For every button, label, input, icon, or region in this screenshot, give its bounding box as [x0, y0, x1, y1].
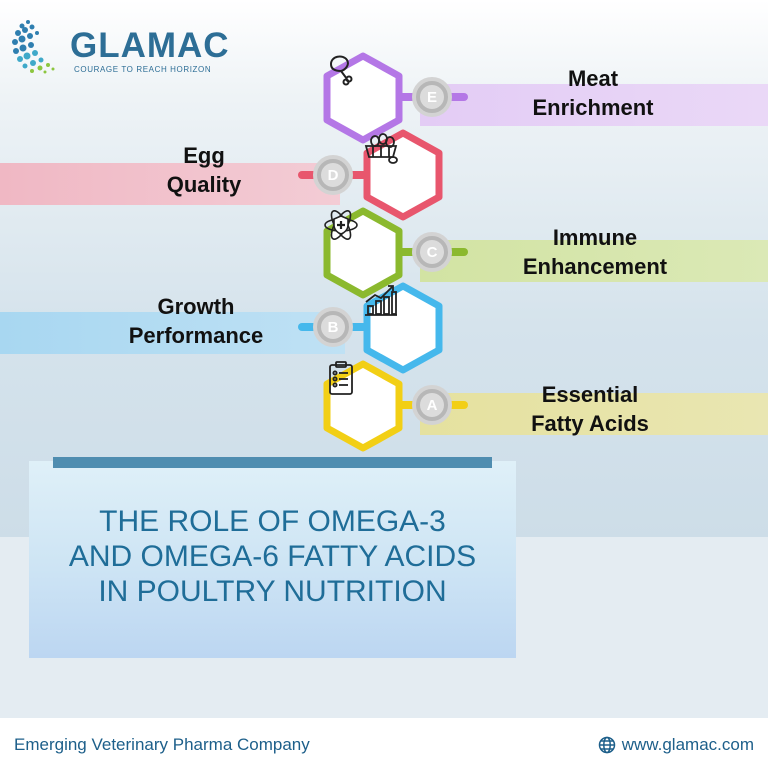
hexagon-b[interactable]: [363, 282, 443, 374]
brand-name: GLAMAC: [70, 26, 230, 65]
banner-d: [0, 163, 340, 205]
badge-a: A: [412, 385, 452, 425]
hexagon-d[interactable]: [363, 129, 443, 221]
logo-dots-icon: [12, 20, 55, 74]
title-card: [29, 461, 516, 658]
website-text: www.glamac.com: [621, 735, 754, 754]
globe-icon: [598, 736, 615, 754]
title-card-bar: [53, 457, 492, 468]
badge-d: D: [313, 155, 353, 195]
banner-e: [420, 84, 768, 126]
hexagon-a[interactable]: [323, 360, 403, 452]
egg-basket-icon: [364, 133, 398, 164]
brand-tagline: COURAGE TO REACH HORIZON: [74, 65, 212, 74]
banner-b: [0, 312, 345, 354]
brand-logo[interactable]: GLAMAC COURAGE TO REACH HORIZON: [10, 16, 229, 76]
badge-e: E: [412, 77, 452, 117]
chicken-leg-icon: [330, 55, 353, 86]
bar-chart-growth-icon: [365, 285, 397, 316]
hexagon-e[interactable]: [323, 52, 403, 144]
badge-c: C: [412, 232, 452, 272]
footer-company: Emerging Veterinary Pharma Company: [14, 735, 310, 754]
hexagon-c[interactable]: [323, 207, 403, 299]
badge-b: B: [313, 307, 353, 347]
checklist-clipboard-icon: [329, 361, 353, 395]
banner-a: [420, 393, 768, 435]
label-e: Meat Enrichment: [532, 66, 654, 120]
label-b: Growth Performance: [128, 294, 264, 348]
label-a: Essential Fatty Acids: [531, 382, 649, 436]
footer: [0, 718, 768, 768]
footer-website-link[interactable]: www.glamac.com: [598, 735, 754, 755]
banner-c: [420, 240, 768, 282]
label-d: Egg Quality: [166, 143, 242, 197]
shield-atom-icon: [324, 210, 358, 240]
label-c: Immune Enhancement: [522, 225, 668, 279]
page-title: THE ROLE OF OMEGA-3 AND OMEGA-6 FATTY AC…: [68, 505, 477, 608]
